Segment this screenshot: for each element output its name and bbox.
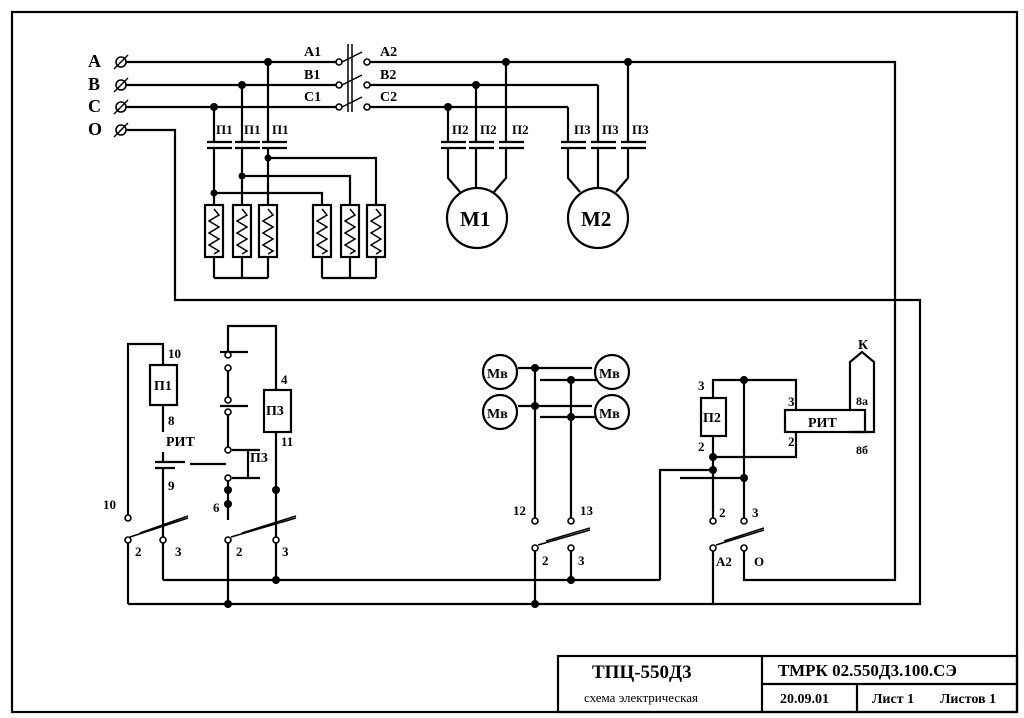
- svg-text:3: 3: [282, 544, 289, 559]
- p3-contact-label-1: П3: [574, 122, 591, 137]
- fan-motor-2: [593, 353, 631, 391]
- svg-text:2: 2: [788, 434, 795, 449]
- p3-contact-label-2: П3: [602, 122, 619, 137]
- title-sheet: Лист 1: [872, 692, 914, 707]
- phase-label-b: B: [88, 74, 100, 94]
- svg-text:Мв: Мв: [599, 367, 620, 382]
- svg-text:П2: П2: [703, 411, 721, 426]
- svg-text:11: 11: [281, 434, 293, 449]
- svg-text:A1: A1: [304, 45, 321, 60]
- svg-text:8а: 8а: [856, 394, 868, 408]
- phase-terminals: A B C O: [88, 51, 129, 139]
- title-subtitle: схема электрическая: [584, 690, 698, 705]
- svg-text:П1: П1: [154, 379, 172, 394]
- drawing-frame: [10, 10, 1019, 714]
- svg-text:Мв: Мв: [599, 407, 620, 422]
- p2-contact-label-3: П2: [512, 122, 529, 137]
- svg-text:П3: П3: [266, 404, 284, 419]
- p1-contact-label-2: П1: [244, 122, 261, 137]
- p3-contact-label: П3: [250, 451, 268, 466]
- rit-contact-label: РИТ: [166, 435, 195, 450]
- svg-text:B2: B2: [380, 68, 396, 83]
- main-breaker: A1 B1 C1 A2 B2 C2: [304, 44, 397, 112]
- phase-label-o: O: [88, 119, 102, 139]
- control-p1-branch: П1 10 8 РИТ 9 10 2 3: [103, 342, 195, 604]
- svg-text:Мв: Мв: [487, 367, 508, 382]
- svg-text:Мв: Мв: [487, 407, 508, 422]
- svg-text:3: 3: [752, 505, 759, 520]
- svg-text:2: 2: [542, 553, 549, 568]
- p1-contact-label-3: П1: [272, 122, 289, 137]
- svg-text:12: 12: [513, 503, 526, 518]
- p3-contact-label-3: П3: [632, 122, 649, 137]
- motor-m2-circuit: П3 П3 П3 М2: [561, 62, 649, 250]
- p3-coil: [262, 388, 293, 434]
- svg-text:А2: А2: [716, 554, 732, 569]
- motor-m2-label: М2: [581, 207, 611, 231]
- motor-m1: [445, 186, 509, 250]
- svg-text:3: 3: [578, 553, 585, 568]
- motor-m2: [566, 186, 630, 250]
- svg-text:4: 4: [281, 372, 288, 387]
- svg-text:13: 13: [580, 503, 594, 518]
- svg-text:10: 10: [168, 346, 181, 361]
- title-sheets: Листов 1: [940, 692, 996, 707]
- title-date: 20.09.01: [780, 692, 829, 707]
- motor-m1-label: М1: [460, 207, 490, 231]
- svg-text:8: 8: [168, 413, 175, 428]
- svg-text:8б: 8б: [856, 443, 868, 457]
- svg-text:6: 6: [213, 500, 220, 515]
- p2-contact-label-1: П2: [452, 122, 469, 137]
- k-label: К: [858, 338, 869, 353]
- control-p2-rit-branch: П2 3 2 РИТ 3 2 К 8а 8б 2 3 А2 О: [658, 298, 922, 606]
- svg-text:2: 2: [135, 544, 142, 559]
- svg-text:3: 3: [698, 378, 705, 393]
- p1-contact-label-1: П1: [216, 122, 233, 137]
- svg-text:3: 3: [175, 544, 182, 559]
- svg-text:C1: C1: [304, 90, 321, 105]
- svg-text:3: 3: [788, 394, 795, 409]
- svg-text:10: 10: [103, 497, 116, 512]
- svg-text:О: О: [754, 554, 764, 569]
- svg-text:B1: B1: [304, 68, 320, 83]
- svg-text:A2: A2: [380, 45, 397, 60]
- motor-m1-circuit: П2 П2 П2 М1: [441, 62, 529, 250]
- p2-contact-label-2: П2: [480, 122, 497, 137]
- svg-text:2: 2: [698, 439, 705, 454]
- title-name: ТПЦ-550Д3: [592, 662, 692, 683]
- svg-text:C2: C2: [380, 90, 397, 105]
- title-code: ТМРК 02.550Д3.100.СЭ: [778, 661, 957, 680]
- svg-text:9: 9: [168, 478, 175, 493]
- power-bus: [126, 60, 897, 302]
- control-rails: [128, 578, 713, 606]
- control-p3-branch: П3 6 П3 4 11 2 3: [190, 324, 297, 608]
- phase-label-c: C: [88, 96, 101, 116]
- svg-text:РИТ: РИТ: [808, 416, 837, 431]
- heater-circuit: П1 П1 П1: [203, 62, 387, 280]
- svg-text:2: 2: [719, 505, 726, 520]
- fan-motor-4: [593, 393, 631, 431]
- phase-label-a: A: [88, 51, 101, 71]
- fan-motors: Мв Мв Мв Мв 12 13 2 3: [481, 353, 631, 608]
- fan-motor-1: [481, 353, 519, 391]
- svg-text:2: 2: [236, 544, 243, 559]
- rit-relay: [783, 408, 867, 434]
- title-block: ТПЦ-550Д3 схема электрическая ТМРК 02.55…: [556, 654, 1019, 714]
- fan-motor-3: [481, 393, 519, 431]
